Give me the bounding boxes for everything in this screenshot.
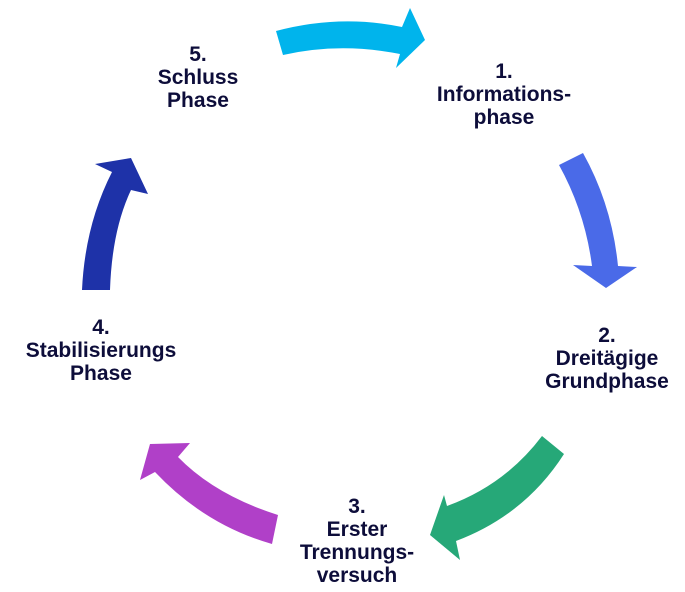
phase-title-line: Phase: [70, 362, 132, 385]
phase-title-line: Dreitägige: [555, 347, 659, 370]
arrow-phase1-to-phase2: [559, 153, 637, 288]
phase-title-line: Schluss: [157, 66, 239, 89]
phase-number: 5.: [189, 43, 207, 66]
phase-title-line: Informations-: [436, 83, 572, 106]
phase-label-5: 5. Schluss Phase: [158, 43, 239, 112]
arrow-phase2-to-phase3: [430, 436, 564, 560]
phase-title-line: phase: [473, 106, 535, 129]
arrow-phase5-to-phase1: [276, 8, 425, 68]
phase-title-line: Trennungs-: [299, 541, 415, 564]
phase-label-2: 2. Dreitägige Grundphase: [545, 324, 669, 393]
phase-number: 4.: [92, 316, 110, 339]
phase-title-line: Stabilisierungs: [25, 339, 177, 362]
phase-title-line: Grundphase: [545, 370, 669, 393]
arrow-phase3-to-phase4: [140, 443, 278, 544]
phase-title-line: Erster: [326, 518, 388, 541]
arrow-phase4-to-phase5: [82, 158, 148, 290]
phase-title-line: versuch: [316, 564, 398, 587]
phase-number: 2.: [598, 324, 616, 347]
phase-label-1: 1. Informations- phase: [437, 60, 571, 129]
phase-label-4: 4. Stabilisierungs Phase: [26, 316, 177, 385]
phase-title-line: Phase: [167, 89, 229, 112]
phase-number: 3.: [348, 495, 366, 518]
phase-label-3: 3. Erster Trennungs- versuch: [300, 495, 414, 587]
phase-number: 1.: [495, 60, 513, 83]
